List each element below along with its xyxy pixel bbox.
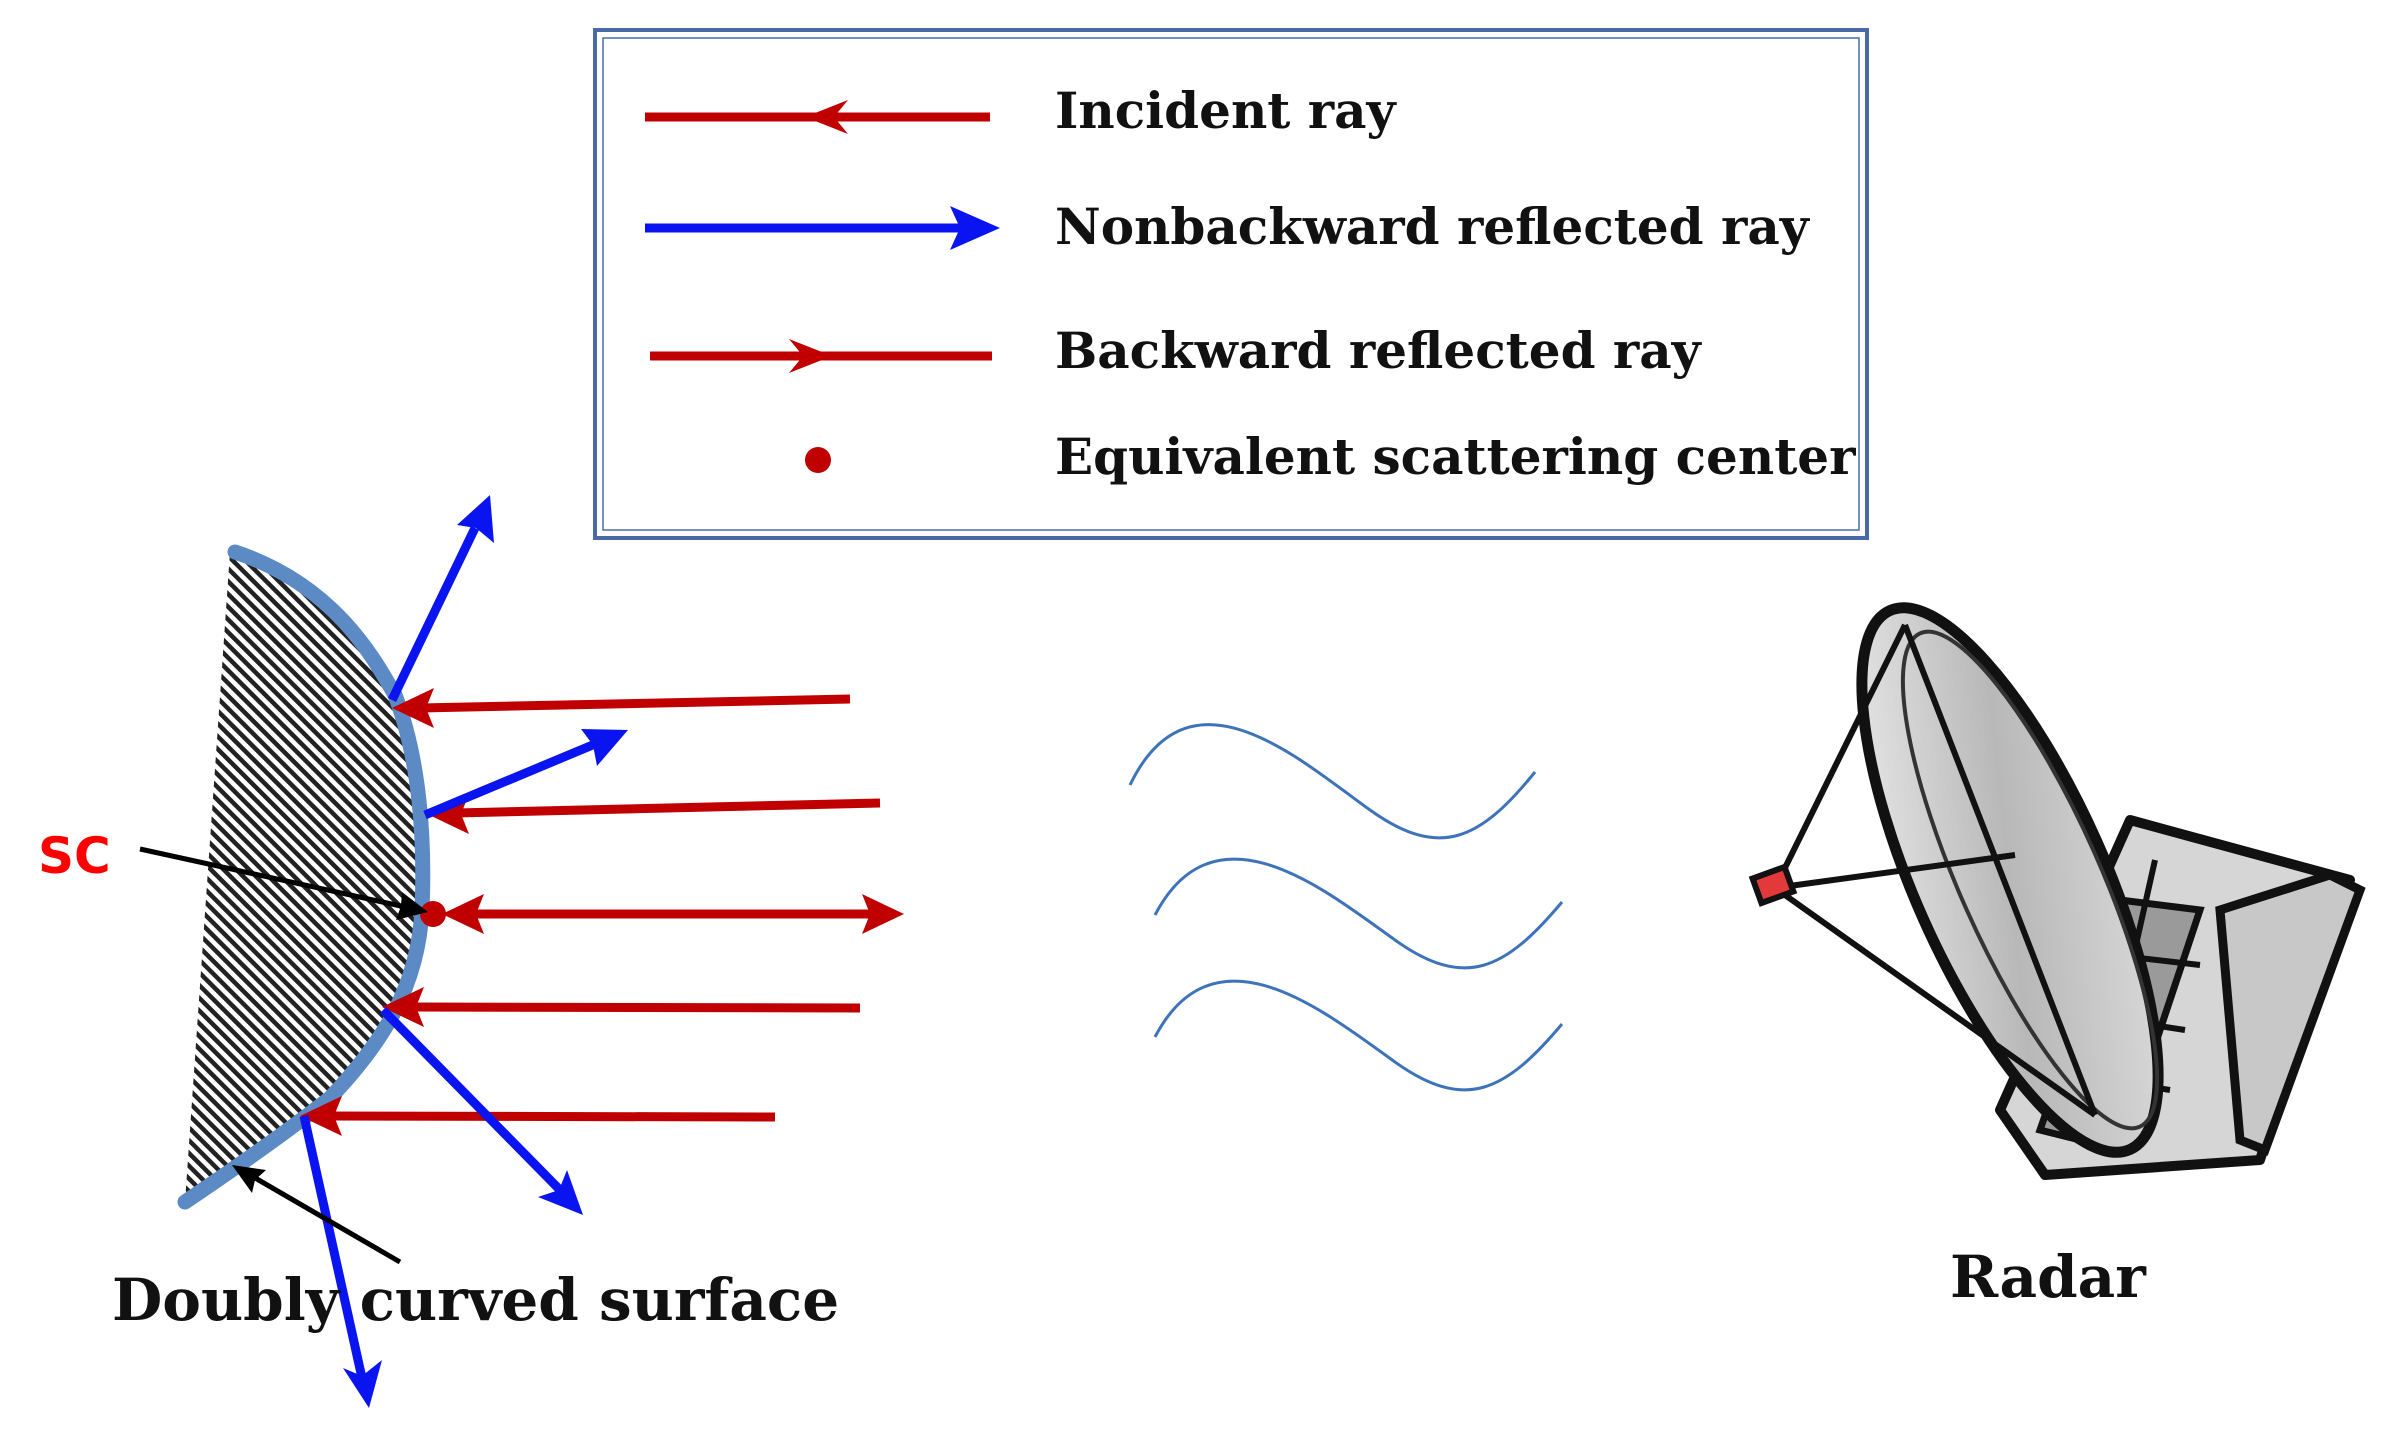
legend-backward-label: Backward reflected ray <box>1055 321 1703 380</box>
surface-pointer-arrow <box>232 1165 402 1265</box>
nonbackward-ray <box>379 1006 583 1215</box>
scattering-center-dot <box>420 901 446 927</box>
incident-ray <box>382 987 861 1027</box>
legend-backward-ray-icon <box>650 339 992 373</box>
radar-dish-rim <box>1900 629 2160 1131</box>
wave-line <box>1128 723 1537 840</box>
nonbackward-ray <box>387 495 494 702</box>
legend: Incident ray Nonbackward reflected ray B… <box>593 28 1869 540</box>
doubly-curved-surface <box>177 544 431 1210</box>
incident-ray <box>300 1096 776 1136</box>
radar-antenna-icon <box>1748 602 2366 1180</box>
surface-hatched-body <box>185 552 423 1202</box>
backward-reflected-ray <box>442 894 904 934</box>
radar-caption: Radar <box>1950 1243 2147 1311</box>
sc-pointer-arrow <box>139 846 428 920</box>
surface-caption: Doubly curved surface <box>112 1266 839 1334</box>
radar-dish <box>1856 602 2164 1158</box>
legend-border-outer <box>593 28 1869 540</box>
nonbackward-reflected-rays <box>299 495 628 1408</box>
legend-center-label: Equivalent scattering center <box>1055 427 1856 486</box>
legend-nonbackward-label: Nonbackward reflected ray <box>1055 197 1811 256</box>
wave-line <box>1153 857 1564 970</box>
legend-scattering-center-dot <box>805 447 831 473</box>
legend-incident-label: Incident ray <box>1055 81 1398 140</box>
legend-nonbackward-ray-icon <box>645 206 1000 250</box>
radar-feed-horn <box>1748 863 1798 907</box>
radar-feed-struts <box>1772 623 2098 1118</box>
propagation-waves <box>1128 723 1564 1092</box>
nonbackward-ray <box>299 1115 382 1408</box>
incident-ray <box>392 688 851 728</box>
legend-incident-ray-icon <box>645 100 990 134</box>
incident-ray <box>427 794 881 834</box>
wave-line <box>1153 979 1564 1092</box>
sc-label: SC <box>38 827 111 885</box>
nonbackward-ray <box>423 729 628 820</box>
incident-rays <box>300 688 881 1136</box>
legend-border-inner <box>602 37 1860 531</box>
